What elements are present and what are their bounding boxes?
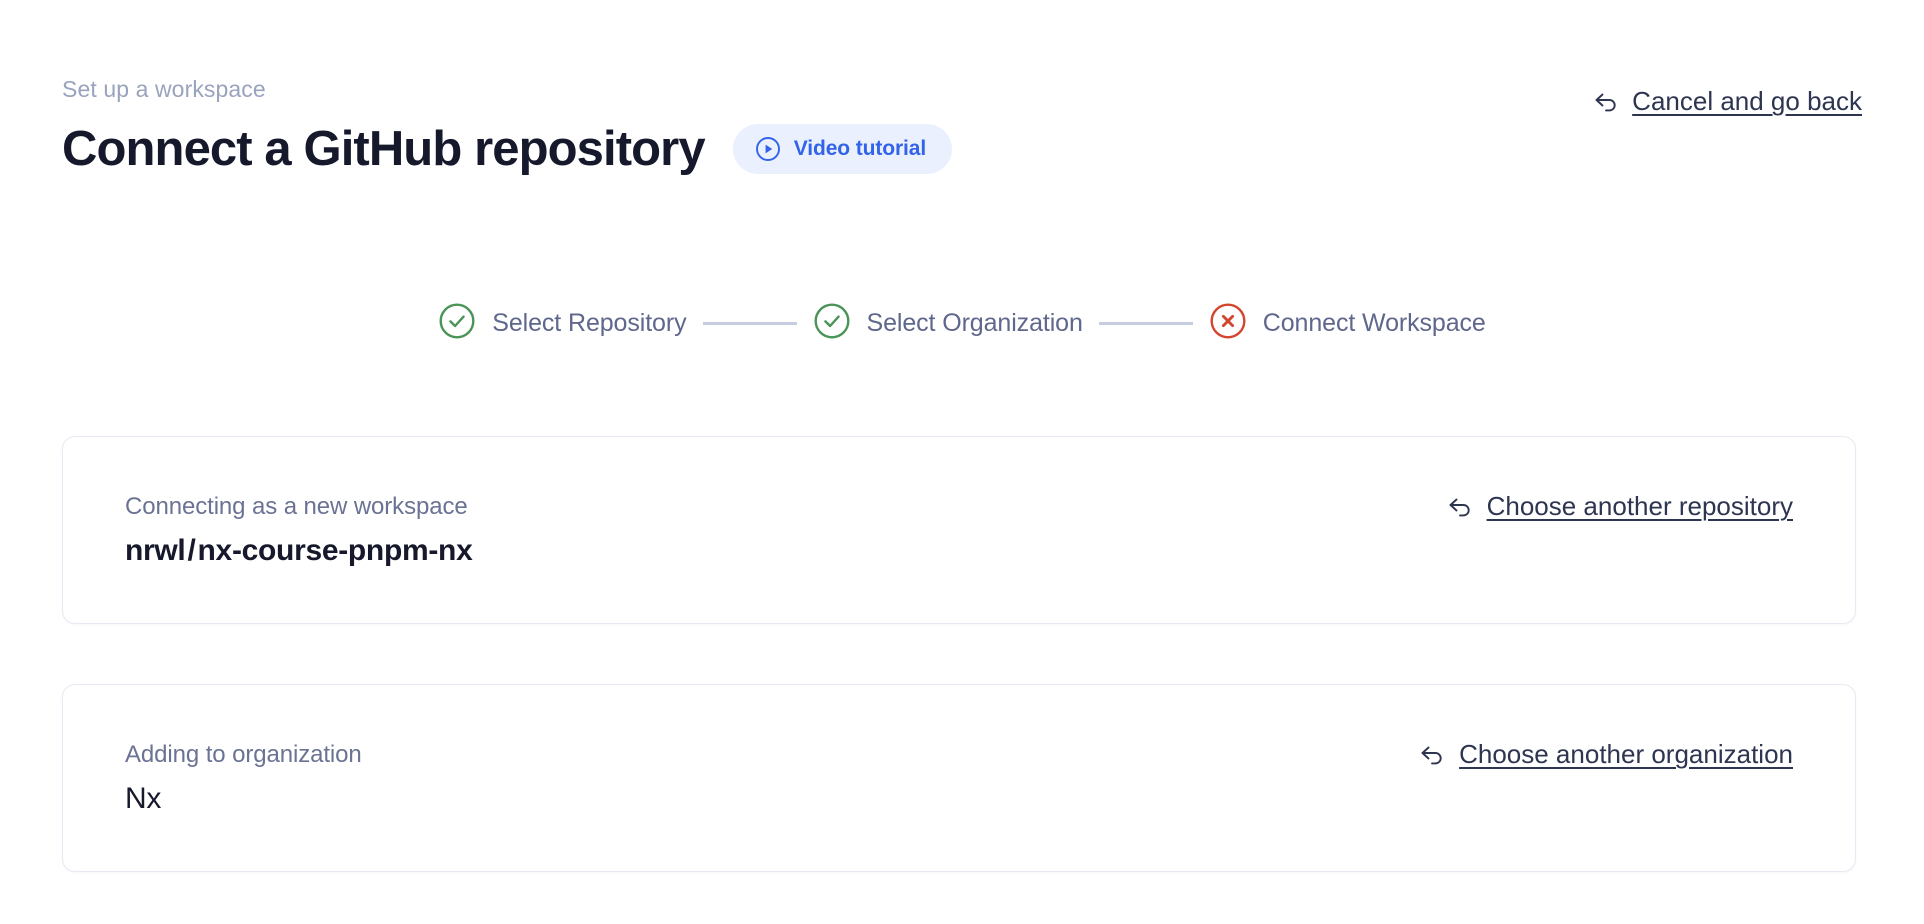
repository-owner: nrwl: [125, 534, 186, 567]
back-arrow-icon: [1419, 743, 1446, 767]
repository-card-value: nrwl/nx-course-pnpm-nx: [125, 534, 1793, 568]
repository-card: Connecting as a new workspace nrwl/nx-co…: [62, 436, 1856, 624]
title-row: Connect a GitHub repository Video tutori…: [62, 120, 1862, 178]
choose-another-organization-link[interactable]: Choose another organization: [1419, 739, 1793, 770]
organization-card-inner: Adding to organization Nx Choose another…: [63, 685, 1855, 871]
back-arrow-icon: [1593, 90, 1620, 114]
stepper-label-connect-workspace: Connect Workspace: [1262, 309, 1486, 337]
cancel-and-go-back-link[interactable]: Cancel and go back: [1593, 86, 1862, 117]
organization-name: Nx: [125, 782, 162, 815]
play-circle-icon: [755, 136, 781, 162]
choose-another-repository-link[interactable]: Choose another repository: [1447, 491, 1793, 522]
page-header: Set up a workspace Connect a GitHub repo…: [62, 74, 1862, 204]
back-arrow-icon: [1447, 495, 1474, 519]
stepper-step-connect-workspace[interactable]: Connect Workspace: [1209, 302, 1486, 345]
cancel-and-go-back-label: Cancel and go back: [1632, 86, 1862, 116]
repository-card-caption: Connecting as a new workspace: [125, 493, 468, 520]
repository-name: nx-course-pnpm-nx: [197, 534, 473, 567]
stepper-connector-1: [702, 322, 797, 325]
choose-another-repository-label: Choose another repository: [1486, 491, 1793, 521]
check-circle-icon: [813, 302, 851, 345]
repository-separator: /: [187, 534, 196, 567]
x-circle-icon: [1209, 302, 1247, 345]
repository-card-inner: Connecting as a new workspace nrwl/nx-co…: [63, 437, 1855, 623]
video-tutorial-button[interactable]: Video tutorial: [732, 124, 953, 174]
stepper-step-select-repository[interactable]: Select Repository: [438, 302, 687, 345]
page-title: Connect a GitHub repository: [62, 122, 706, 176]
organization-card-caption: Adding to organization: [125, 741, 362, 768]
stepper-label-select-organization: Select Organization: [866, 309, 1083, 337]
video-tutorial-label: Video tutorial: [793, 137, 927, 160]
stepper-label-select-repository: Select Repository: [492, 309, 687, 337]
breadcrumb-eyebrow: Set up a workspace: [62, 76, 266, 102]
check-circle-icon: [438, 302, 476, 345]
choose-another-organization-label: Choose another organization: [1459, 739, 1793, 769]
stepper-connector-2: [1098, 322, 1193, 325]
progress-stepper: Select Repository Select Organization Co…: [0, 302, 1924, 345]
organization-card: Adding to organization Nx Choose another…: [62, 684, 1856, 872]
stepper-step-select-organization[interactable]: Select Organization: [813, 302, 1083, 345]
